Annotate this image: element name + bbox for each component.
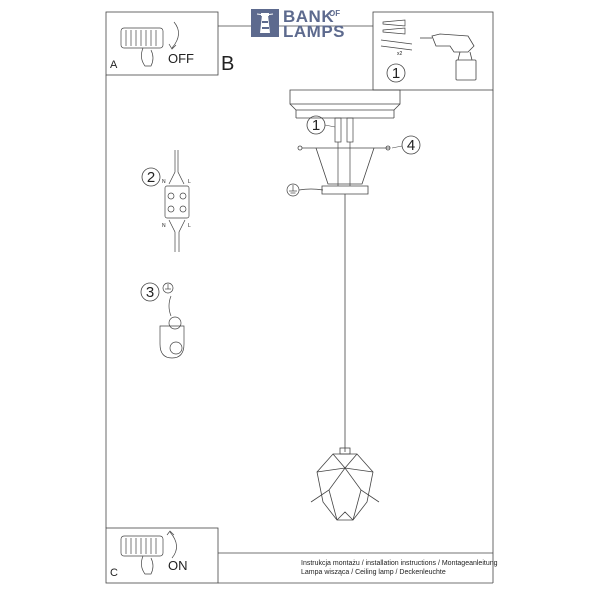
callout-4-number: 4	[406, 137, 416, 154]
terminal-block-icon	[164, 150, 190, 252]
terminal-n-bottom: N	[162, 223, 166, 229]
fixing-screws	[334, 117, 354, 186]
callout-1-number: 1	[311, 117, 321, 134]
terminal-l-top: L	[188, 179, 191, 185]
callout-3-circle	[140, 282, 160, 302]
dowels-screws-icon	[380, 19, 413, 51]
tools-frame	[372, 11, 494, 91]
ceiling-plate	[289, 89, 401, 119]
footer-instructions-title: Instrukcja montażu / installation instru…	[301, 560, 498, 567]
panel-a-letter: A	[110, 59, 118, 71]
callout-2-number: 2	[146, 169, 156, 186]
switch-on-icon	[120, 530, 177, 575]
earth-symbol-icon	[286, 183, 324, 197]
drill-icon	[420, 33, 477, 81]
tools-callout-circle	[386, 63, 406, 83]
lighthouse-logo-icon	[251, 9, 279, 37]
brand-word-of: OF	[329, 9, 341, 18]
panel-c-letter: C	[110, 567, 118, 579]
callout-4-circle	[401, 135, 421, 155]
brand-word-bank: BANK	[283, 7, 335, 26]
geometric-shade	[310, 447, 380, 521]
terminal-n-top: N	[162, 179, 166, 185]
terminal-l-bottom: L	[188, 223, 191, 229]
panel-b-letter: B	[221, 53, 235, 75]
tools-callout-number: 1	[391, 65, 401, 82]
mounting-bracket	[297, 145, 391, 195]
callout-2-circle	[141, 167, 161, 187]
brand-word-lamps: LAMPS	[283, 22, 345, 41]
callout-3-number: 3	[145, 284, 155, 301]
panel-a-frame	[105, 11, 219, 76]
panel-c-state: ON	[168, 558, 188, 573]
footer-product-type: Lampa wisząca / Ceiling lamp / Deckenleu…	[301, 569, 446, 576]
earth-terminal-icon	[159, 282, 185, 359]
dowel-count: x2	[397, 51, 403, 57]
panel-c-frame	[105, 527, 219, 584]
switch-off-icon	[120, 21, 179, 67]
panel-a-state: OFF	[168, 51, 194, 66]
